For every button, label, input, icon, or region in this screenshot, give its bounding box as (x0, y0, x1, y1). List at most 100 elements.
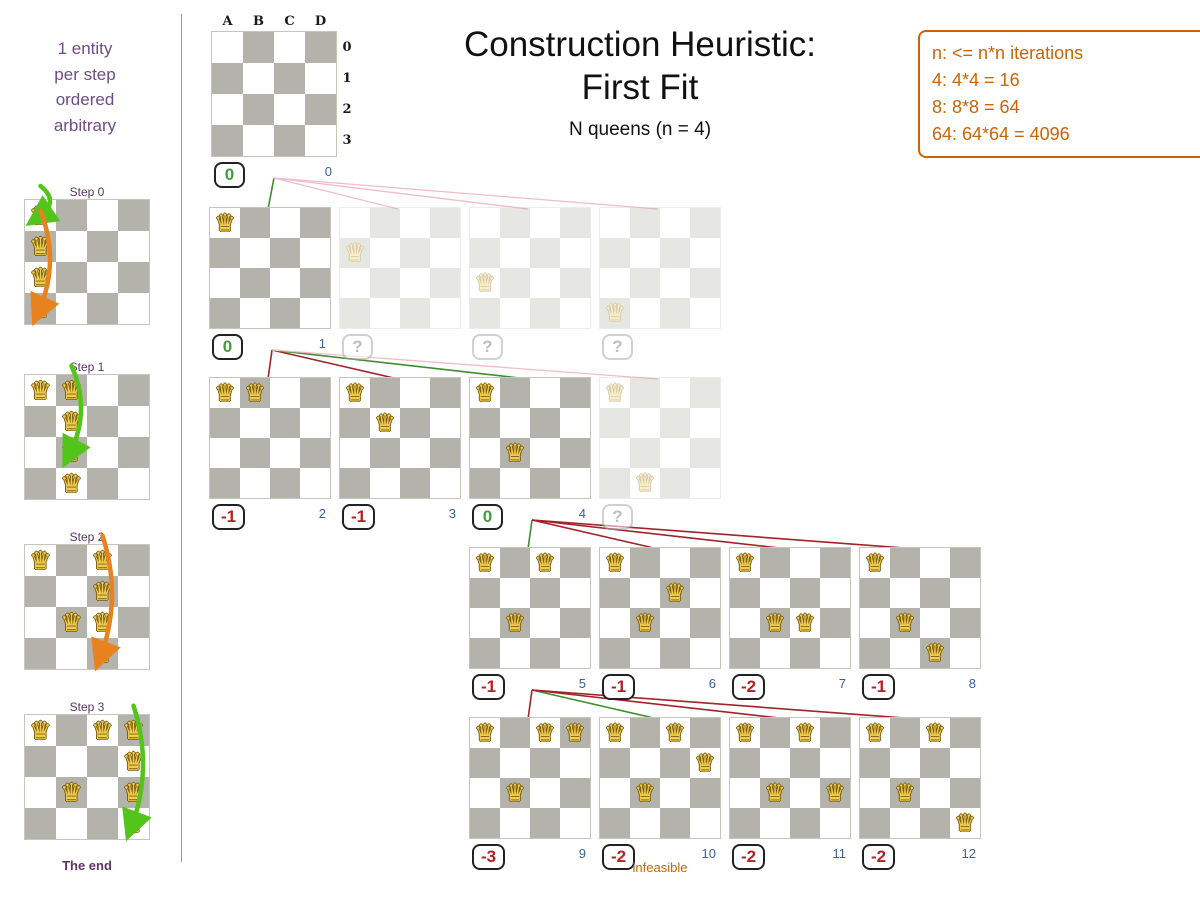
board-cell (500, 808, 530, 838)
queen-icon: ♛ (91, 716, 114, 745)
board-cell (243, 125, 274, 156)
column-label: D (314, 14, 327, 29)
board-index: 10 (701, 846, 716, 861)
queen-icon: ♛ (894, 779, 916, 807)
board-cell (500, 378, 530, 408)
board-cell (920, 608, 950, 638)
board-cell (890, 548, 920, 578)
board-cell (660, 408, 690, 438)
board-cell (530, 548, 560, 578)
tree-edge-skipped (271, 349, 659, 380)
board-cell (240, 208, 270, 238)
board-cell (56, 777, 87, 808)
board-cell (560, 808, 590, 838)
board-cell (87, 375, 118, 406)
board-cell (630, 748, 660, 778)
board-cell (630, 268, 660, 298)
board-cell (340, 468, 370, 498)
board-cell (274, 32, 305, 63)
board-cell (760, 778, 790, 808)
board-cell (950, 778, 980, 808)
queen-icon: ♛ (864, 549, 886, 577)
chess-board (211, 31, 337, 157)
board-cell (920, 578, 950, 608)
board-cell (890, 808, 920, 838)
board-cell (950, 718, 980, 748)
board-cell (56, 746, 87, 777)
chess-board: ♛♛ (599, 377, 721, 499)
unknown-badge: ? (602, 504, 633, 530)
board-cell (690, 548, 720, 578)
board-cell (87, 746, 118, 777)
board-cell (890, 718, 920, 748)
chess-board: ♛♛♛♛♛♛♛ (24, 714, 150, 840)
score-badge: -2 (732, 844, 766, 870)
board-cell (270, 298, 300, 328)
board-cell (560, 408, 590, 438)
board-cell (56, 545, 87, 576)
queen-icon: ♛ (954, 809, 976, 837)
queen-icon: ♛ (122, 747, 145, 776)
tree-edge-selected (267, 177, 275, 210)
board-cell (210, 438, 240, 468)
chess-board: ♛ (339, 207, 461, 329)
board-cell (690, 468, 720, 498)
score-badge: -1 (472, 674, 506, 700)
board-cell (118, 638, 149, 669)
board-cell (25, 607, 56, 638)
board-cell (240, 468, 270, 498)
board-cell (340, 238, 370, 268)
board-cell (25, 576, 56, 607)
queen-icon: ♛ (634, 779, 656, 807)
chess-board: ♛♛♛ (859, 547, 981, 669)
board-cell (660, 608, 690, 638)
queen-icon: ♛ (924, 719, 946, 747)
board-index: 0 (324, 164, 332, 179)
board-cell (820, 578, 850, 608)
board-cell (530, 268, 560, 298)
column-label: C (284, 14, 295, 29)
board-cell (470, 808, 500, 838)
board-cell (660, 718, 690, 748)
board-cell (305, 125, 336, 156)
queen-icon: ♛ (60, 407, 83, 436)
board-cell (860, 638, 890, 668)
board-cell (660, 438, 690, 468)
board-cell (600, 718, 630, 748)
board-cell (790, 808, 820, 838)
board-cell (470, 378, 500, 408)
queen-icon: ♛ (91, 546, 114, 575)
score-badge: -1 (342, 504, 376, 530)
board-cell (56, 638, 87, 669)
chess-board: ♛ (209, 207, 331, 329)
board-cell (300, 468, 330, 498)
queen-icon: ♛ (664, 719, 686, 747)
board-cell (660, 808, 690, 838)
tree-edge-evaluated (531, 519, 789, 550)
board-cell (530, 808, 560, 838)
board-cell (760, 548, 790, 578)
tree-edge-skipped (273, 177, 659, 210)
chess-board: ♛♛♛♛ (24, 199, 150, 325)
board-cell (305, 63, 336, 94)
score-badge: 0 (472, 504, 503, 530)
board-index: 4 (578, 506, 586, 521)
board-cell (660, 468, 690, 498)
queen-icon: ♛ (60, 438, 83, 467)
board-cell (270, 268, 300, 298)
board-cell (240, 408, 270, 438)
board-index: 11 (832, 846, 847, 861)
queen-icon: ♛ (122, 809, 145, 838)
board-cell (370, 378, 400, 408)
board-cell (87, 262, 118, 293)
board-cell (560, 208, 590, 238)
board-cell (500, 548, 530, 578)
queen-icon: ♛ (504, 439, 526, 467)
board-cell (300, 298, 330, 328)
board-cell (690, 208, 720, 238)
row-label: 3 (342, 133, 352, 148)
board-cell (243, 94, 274, 125)
info-line: 64: 64*64 = 4096 (932, 124, 1070, 144)
chess-board: ♛♛♛ (599, 547, 721, 669)
board-cell (87, 200, 118, 231)
